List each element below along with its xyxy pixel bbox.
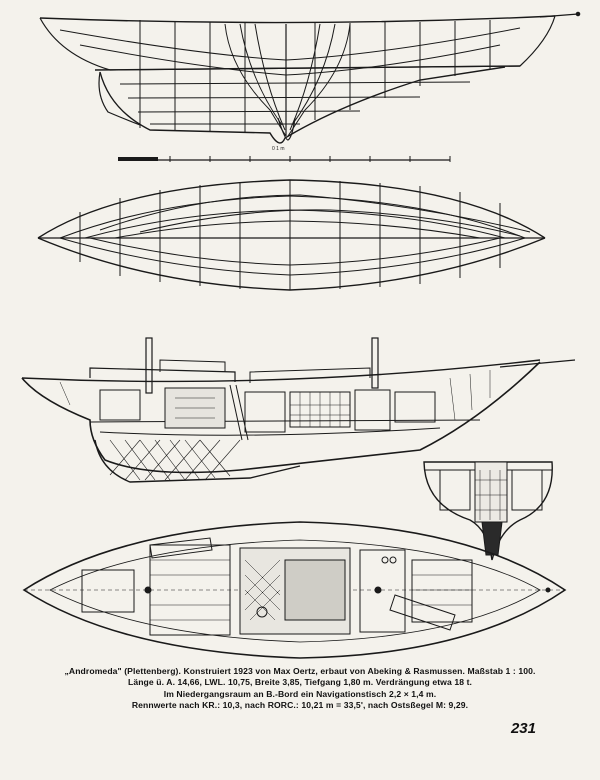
caption-line-1: „Andromeda" (Plettenberg). Konstruiert 1…	[64, 666, 536, 676]
figure-caption: „Andromeda" (Plettenberg). Konstruiert 1…	[60, 666, 540, 711]
inboard-profile	[21, 337, 576, 483]
caption-line-2: Länge ü. A. 14,66, LWL. 10,75, Breite 3,…	[127, 677, 473, 688]
lines-plan-profile	[39, 11, 581, 144]
scale-bar	[118, 156, 451, 162]
caption-line-3: Im Niedergangsraum an B.-Bord ein Naviga…	[163, 688, 437, 699]
scale-bar-label: 0 1 m	[272, 146, 285, 152]
midship-section	[423, 461, 553, 561]
caption-line-4: Rennwerte nach KR.: 10,3, nach RORC.: 10…	[131, 699, 469, 710]
page-number: 231	[510, 720, 536, 737]
half-breadth-plan	[37, 179, 546, 291]
accommodation-plan	[22, 521, 567, 659]
